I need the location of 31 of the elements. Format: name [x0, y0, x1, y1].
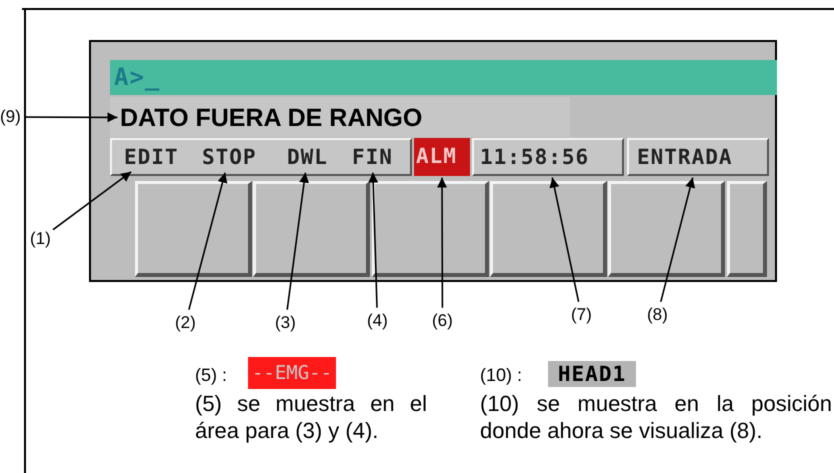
emergency-indicator: --EMG--	[248, 357, 336, 389]
status-text: STOP	[202, 143, 257, 171]
callout-number: (3)	[275, 313, 296, 333]
status-text: EDIT	[124, 143, 179, 171]
note-text: (10) se muestra en la posición donde ahora se visualiza (8).	[480, 390, 832, 444]
callout-number: (1)	[30, 229, 51, 249]
leader-arrow	[188, 172, 228, 310]
command-prompt: A>_	[114, 62, 160, 92]
leader-arrow	[52, 171, 132, 230]
callout-number: (10) :	[480, 364, 522, 386]
leader-arrow	[549, 177, 580, 302]
callout-number: (8)	[647, 305, 668, 325]
status-text: FIN	[352, 143, 393, 171]
clock-display: 11:58:56	[472, 138, 624, 176]
status-text: DWL	[287, 143, 328, 171]
note-text: (5) se muestra en el área para (3) y (4).	[195, 390, 427, 444]
mode-indicator: ENTRADA	[627, 138, 769, 176]
callout-number: (7)	[571, 305, 592, 325]
callout-number: (4)	[367, 311, 388, 331]
error-message: DATO FUERA DE RANGO	[120, 103, 422, 133]
leader-arrow	[26, 112, 118, 122]
callout-number: (9)	[0, 107, 21, 127]
leader-arrow	[368, 172, 378, 308]
leader-arrow	[286, 172, 310, 310]
alarm-indicator: ALM	[414, 138, 470, 176]
callout-number: (5) :	[195, 364, 228, 386]
leader-arrow	[437, 178, 448, 308]
callout-number: (2)	[175, 313, 196, 333]
leader-arrow	[660, 177, 696, 302]
callout-number: (6)	[432, 311, 453, 331]
head-indicator: HEAD1	[548, 361, 636, 387]
